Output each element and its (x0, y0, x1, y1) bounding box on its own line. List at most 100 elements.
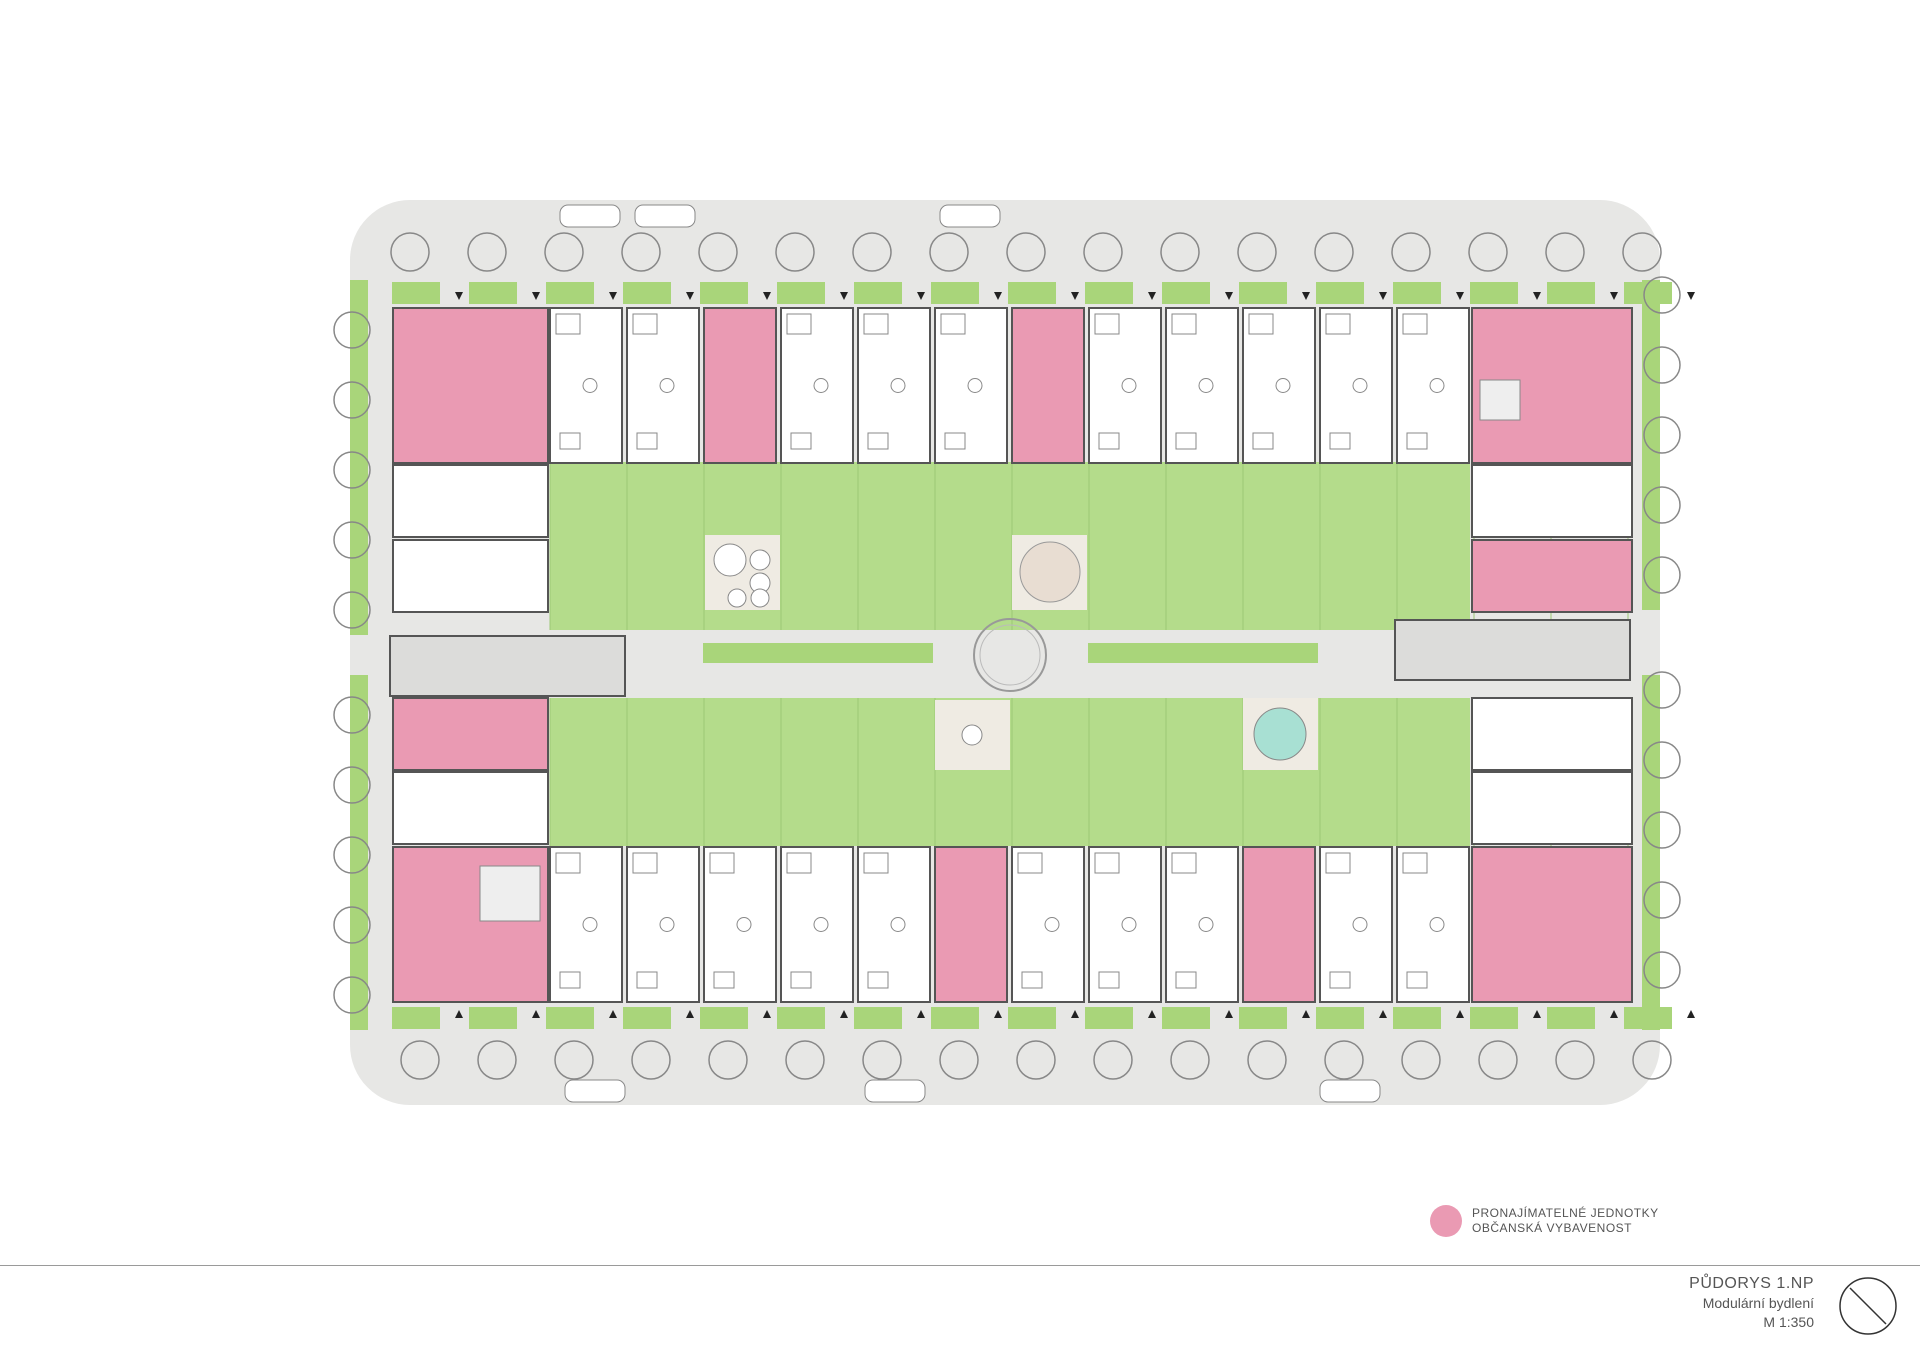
tree-icon (775, 232, 815, 272)
tree-icon (631, 1040, 671, 1080)
front-garden-north (1393, 282, 1441, 304)
front-garden-north (931, 282, 979, 304)
tree-icon (554, 1040, 594, 1080)
bathroom (1171, 313, 1197, 335)
side-unit-east (1471, 697, 1633, 771)
entrance-arrow-icon (455, 1010, 463, 1018)
sofa (1175, 971, 1197, 989)
apartment-unit (1088, 846, 1162, 1003)
play-element (750, 588, 770, 608)
front-garden-south (469, 1007, 517, 1029)
entrance-arrow-icon (1148, 292, 1156, 300)
entrance-arrow-icon (532, 1010, 540, 1018)
front-garden-north (1470, 282, 1518, 304)
entrance-arrow-icon (455, 292, 463, 300)
tree-icon (1555, 1040, 1595, 1080)
front-garden-south (700, 1007, 748, 1029)
dining-table (890, 378, 906, 393)
gazebo (1019, 541, 1081, 603)
entrance-arrow-icon (1148, 1010, 1156, 1018)
entrance-arrow-icon (1071, 1010, 1079, 1018)
tree-icon (1622, 232, 1662, 272)
tree-icon (1643, 671, 1681, 709)
entrance-arrow-icon (1379, 292, 1387, 300)
drawing-scale: M 1:350 (1763, 1314, 1814, 1330)
sofa (1021, 971, 1043, 989)
front-garden-south (1239, 1007, 1287, 1029)
tree-icon (1643, 556, 1681, 594)
sofa (1175, 432, 1197, 450)
tree-icon (1247, 1040, 1287, 1080)
side-unit-west (392, 771, 549, 845)
tree-icon (708, 1040, 748, 1080)
car-icon (634, 204, 696, 228)
central-roundabout (973, 618, 1047, 692)
tree-icon (862, 1040, 902, 1080)
entrance-arrow-icon (1302, 1010, 1310, 1018)
entrance-arrow-icon (609, 292, 617, 300)
dining-table (1121, 378, 1137, 393)
play-element (749, 549, 771, 571)
apartment-unit (549, 307, 623, 464)
tree-icon (1083, 232, 1123, 272)
title-rule (0, 1265, 1920, 1266)
tree-icon (939, 1040, 979, 1080)
tree-icon (477, 1040, 517, 1080)
apartment-unit (857, 846, 931, 1003)
entrance-arrow-icon (532, 292, 540, 300)
bathroom (555, 852, 581, 874)
play-element (713, 543, 747, 577)
dining-table (1121, 917, 1137, 932)
car-icon (1319, 1079, 1381, 1103)
sofa (1406, 971, 1428, 989)
front-garden-south (1162, 1007, 1210, 1029)
apartment-unit (703, 307, 777, 464)
front-garden-south (1470, 1007, 1518, 1029)
entrance-arrow-icon (840, 1010, 848, 1018)
apartment-unit (703, 846, 777, 1003)
apartment-unit (1396, 846, 1470, 1003)
dining-table (1044, 917, 1060, 932)
apartment-unit (1088, 307, 1162, 464)
front-garden-north (1085, 282, 1133, 304)
apartment-unit (1319, 307, 1393, 464)
front-garden-south (1085, 1007, 1133, 1029)
apartment-unit (934, 307, 1008, 464)
tree-icon (1545, 232, 1585, 272)
dining-table (1275, 378, 1291, 393)
front-garden-south (1008, 1007, 1056, 1029)
apartment-unit (934, 846, 1008, 1003)
front-garden-north (1239, 282, 1287, 304)
dining-table (582, 378, 598, 393)
entrance-arrow-icon (686, 1010, 694, 1018)
dining-table (890, 917, 906, 932)
front-garden-north (623, 282, 671, 304)
tree-icon (390, 232, 430, 272)
sofa (713, 971, 735, 989)
tree-icon (1314, 232, 1354, 272)
bathroom (709, 852, 735, 874)
tree-icon (333, 311, 371, 349)
tree-icon (1006, 232, 1046, 272)
bathroom (1248, 313, 1274, 335)
sofa (944, 432, 966, 450)
corner-unit-se (1471, 846, 1633, 1003)
sofa (790, 432, 812, 450)
bathroom (632, 313, 658, 335)
tree-icon (333, 906, 371, 944)
tree-icon (1401, 1040, 1441, 1080)
bathroom (863, 313, 889, 335)
entrance-arrow-icon (1456, 1010, 1464, 1018)
bathroom (1094, 852, 1120, 874)
sofa (867, 432, 889, 450)
entrance-arrow-icon (1687, 292, 1695, 300)
bathroom (786, 852, 812, 874)
tree-icon (333, 451, 371, 489)
tree-icon (1468, 232, 1508, 272)
dining-table (736, 917, 752, 932)
entrance-arrow-icon (1533, 1010, 1541, 1018)
tree-icon (400, 1040, 440, 1080)
apartment-unit (1396, 307, 1470, 464)
pool (1253, 707, 1307, 761)
drawing-title: PŮDORYS 1.NP (1689, 1275, 1814, 1292)
